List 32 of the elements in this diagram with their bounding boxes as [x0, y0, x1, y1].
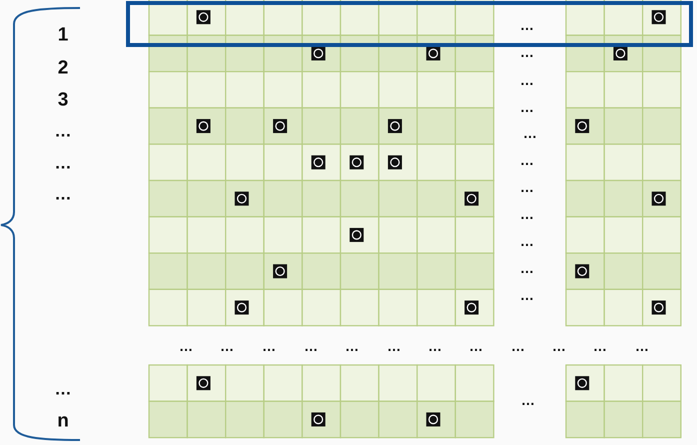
- ellipsis: …: [469, 339, 483, 353]
- ellipsis: …: [520, 73, 534, 87]
- ellipsis: …: [220, 339, 234, 353]
- ellipsis: …: [593, 339, 607, 353]
- ellipsis: …: [304, 339, 318, 353]
- ellipsis: …: [54, 154, 72, 172]
- ellipsis: …: [511, 339, 525, 353]
- ellipsis: …: [54, 186, 72, 202]
- ellipsis: …: [521, 393, 535, 407]
- ellipsis: …: [520, 261, 534, 275]
- ellipsis: …: [428, 339, 442, 353]
- ellipsis: …: [520, 288, 534, 302]
- ellipsis: …: [520, 180, 534, 194]
- ellipsis: …: [387, 339, 401, 353]
- ellipsis: …: [552, 339, 566, 353]
- ellipsis: …: [520, 18, 534, 32]
- ellipsis: …: [520, 153, 534, 167]
- ellipsis: …: [520, 45, 534, 59]
- row-number: 1: [58, 26, 68, 44]
- ellipsis: …: [520, 100, 534, 114]
- ellipsis: …: [262, 339, 276, 353]
- ellipsis: …: [345, 339, 359, 353]
- ellipsis: …: [179, 339, 193, 353]
- ellipsis: …: [635, 339, 649, 353]
- ellipsis: …: [520, 234, 534, 248]
- row-number: 2: [58, 58, 68, 78]
- ellipsis: …: [54, 380, 72, 398]
- row-number: 3: [58, 90, 68, 110]
- ellipsis: …: [523, 126, 537, 140]
- ellipsis: …: [520, 207, 534, 221]
- row-number: n: [57, 412, 69, 430]
- ellipsis: …: [54, 122, 72, 140]
